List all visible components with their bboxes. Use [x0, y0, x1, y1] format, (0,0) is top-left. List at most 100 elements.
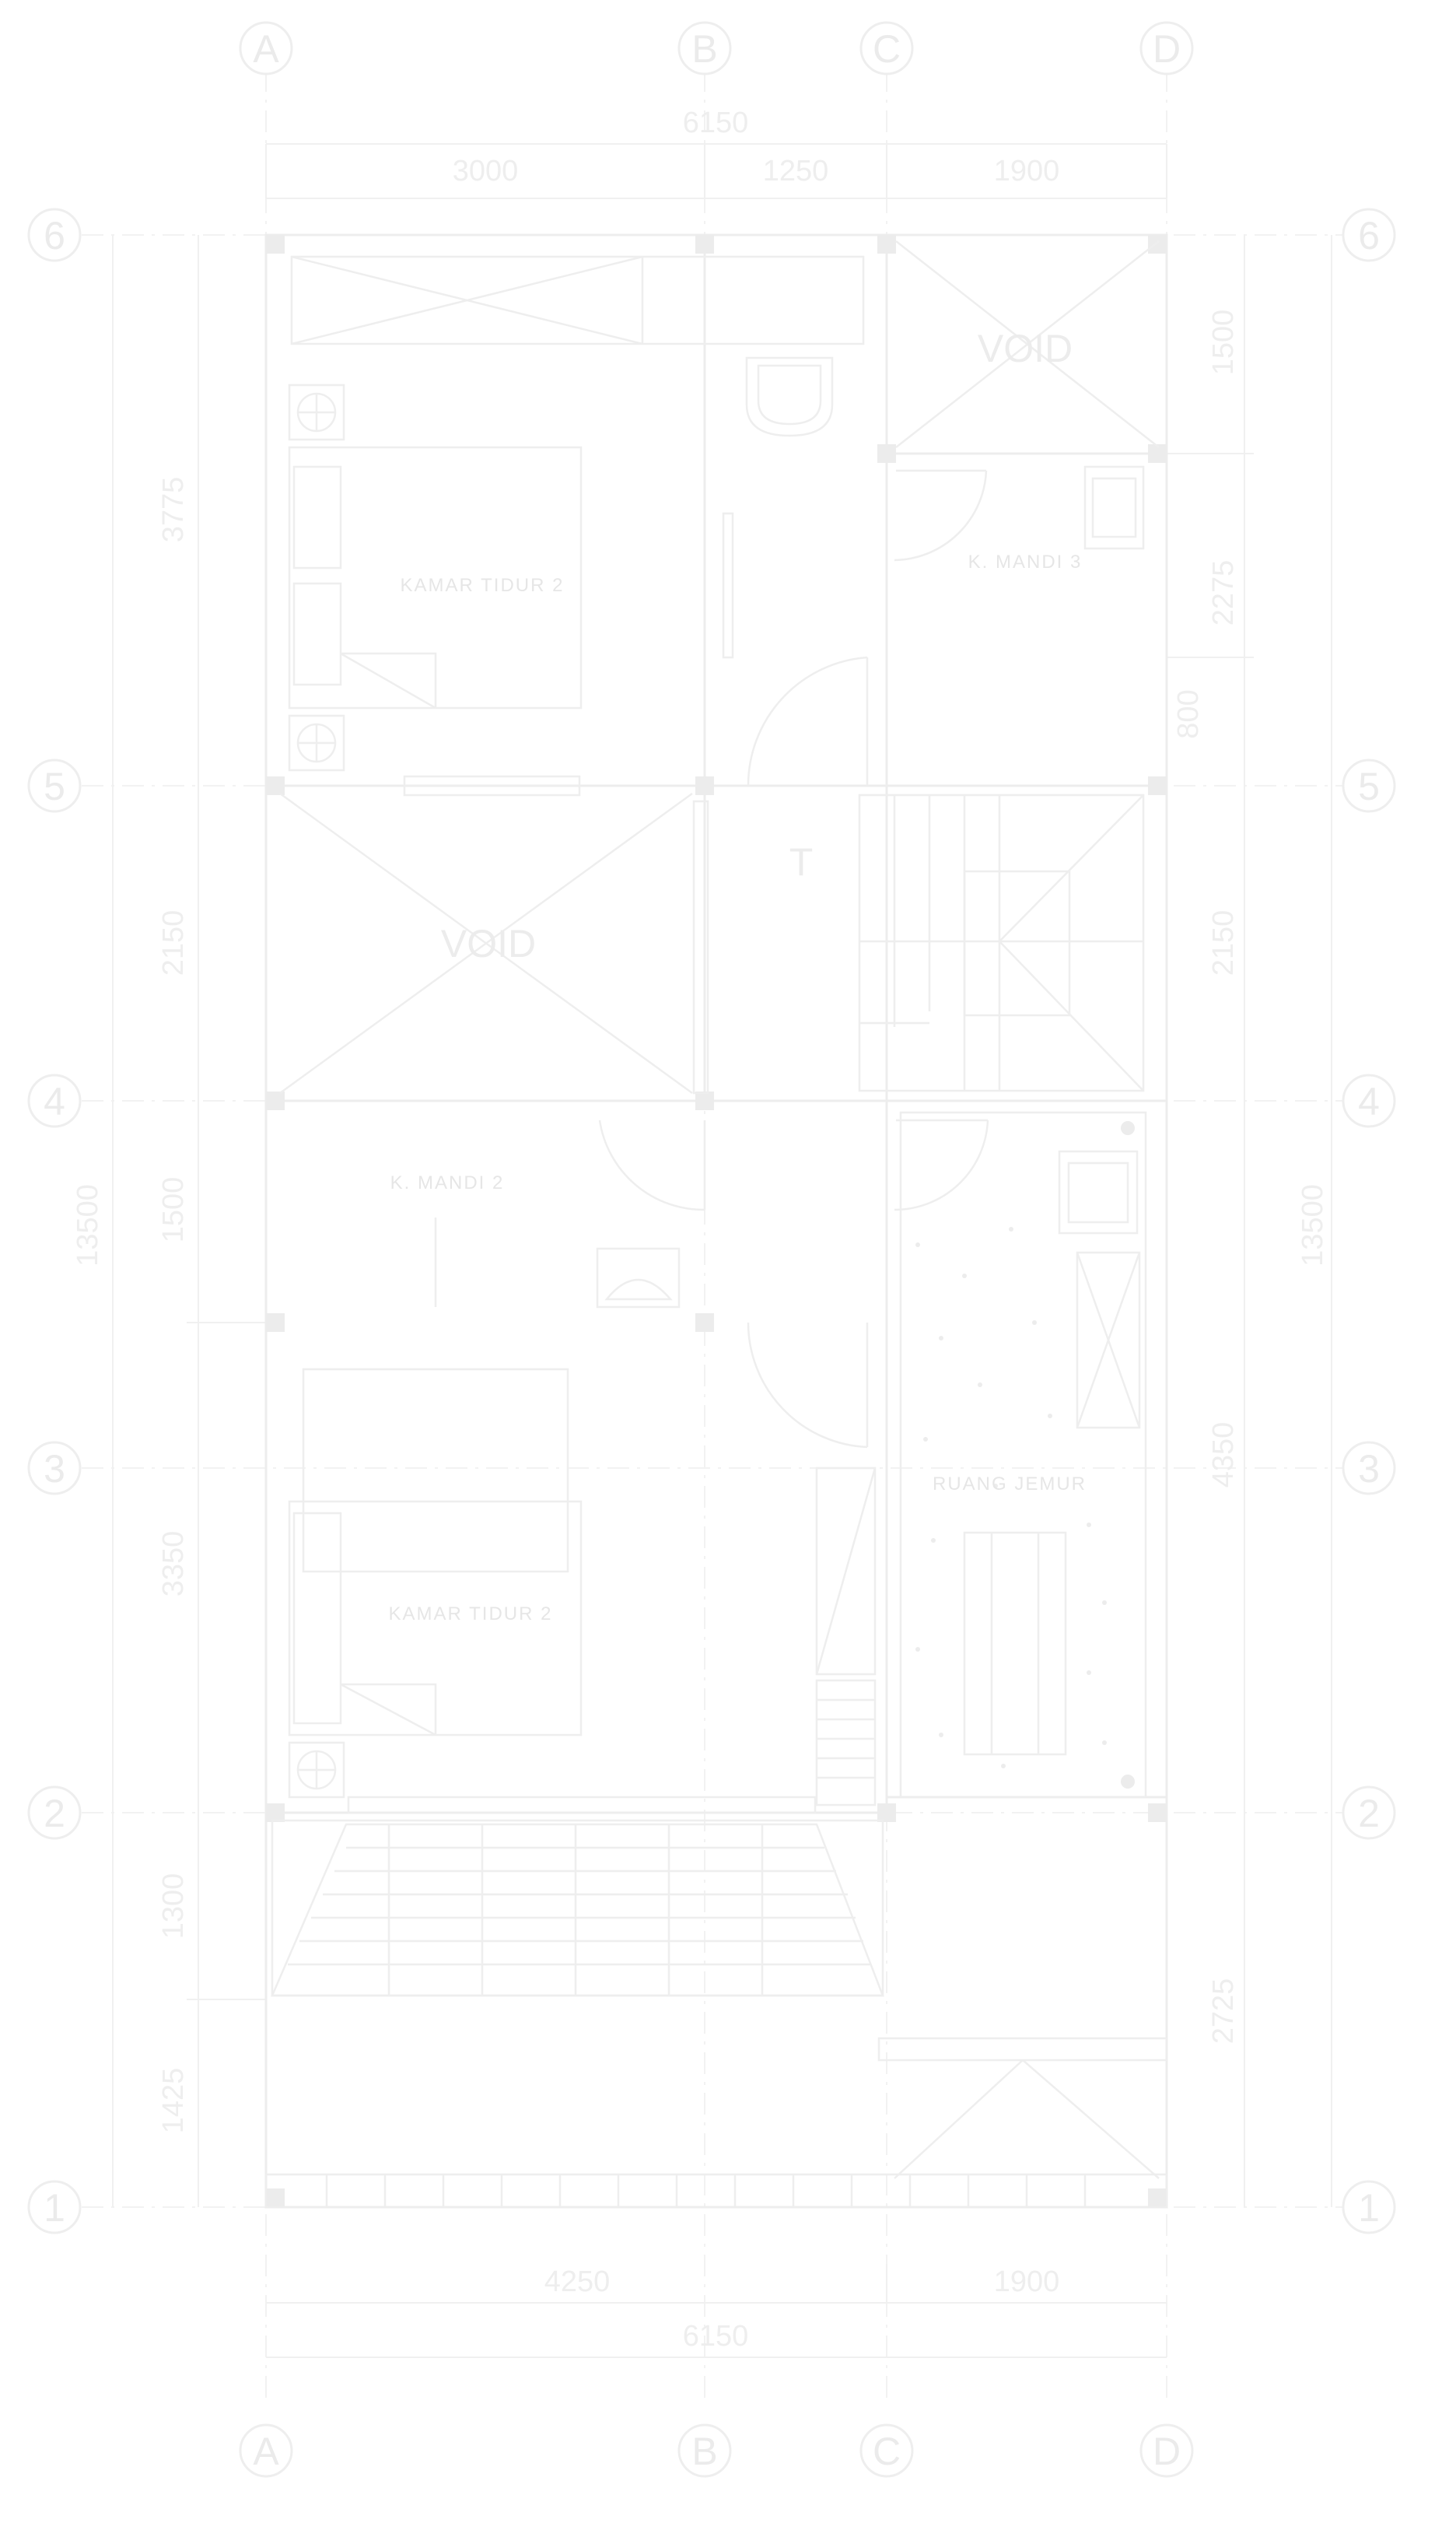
gate-icon — [264, 2173, 1168, 2209]
grid-label: 4 — [44, 1080, 65, 1123]
door-swing-icon — [747, 656, 869, 787]
dim-left-segment: 2150 — [157, 910, 190, 976]
grid-label: A — [253, 2430, 279, 2473]
walls — [264, 233, 1168, 2209]
washing-machine-icon — [1058, 1150, 1139, 1235]
grid-bubble-left-5: 5 — [27, 759, 82, 813]
grid-label: C — [873, 2430, 901, 2473]
dim-left-segment: 3350 — [157, 1531, 190, 1597]
grid-label: 6 — [1358, 214, 1380, 258]
grid-bubble-bottom-a: A — [239, 2423, 293, 2478]
grid-bubble-right-2: 2 — [1342, 1785, 1396, 1840]
grid-bubble-right-4: 4 — [1342, 1074, 1396, 1128]
grid-label: 5 — [44, 765, 65, 808]
room-label-bathroom-middle: K. MANDI 2 — [390, 1172, 505, 1193]
grid-bubble-left-3: 3 — [27, 1441, 82, 1495]
stair-direction-marker: T — [789, 840, 814, 884]
dim-left-segment: 3775 — [157, 477, 190, 543]
void-middle-icon — [279, 792, 709, 1095]
void-label-upper: VOID — [978, 327, 1073, 370]
drying-area-texture — [915, 1121, 1135, 1789]
grid-label: 2 — [44, 1792, 65, 1835]
grid-label: D — [1153, 2430, 1181, 2473]
room-label-drying-area: RUANG JEMUR — [933, 1473, 1087, 1495]
dim-top-segment: 1900 — [994, 155, 1060, 187]
grid-bubble-top-b: B — [677, 21, 732, 75]
dim-top-segment: 1250 — [763, 155, 829, 187]
dim-top-overall: 6150 — [683, 107, 749, 139]
grid-label: 6 — [44, 214, 65, 258]
grid-label: 5 — [1358, 765, 1380, 808]
dim-bottom-overall: 6150 — [683, 2320, 749, 2353]
room-label-bedroom-upper: KAMAR TIDUR 2 — [401, 575, 565, 596]
dim-right-segment: 4350 — [1207, 1422, 1240, 1488]
grid-label: D — [1153, 27, 1181, 71]
dim-right-segment: 1500 — [1207, 310, 1240, 376]
grid-bubble-right-3: 3 — [1342, 1441, 1396, 1495]
door-swing-icon — [747, 1322, 869, 1449]
grid-bubble-bottom-b: B — [677, 2423, 732, 2478]
grid-label: 3 — [44, 1447, 65, 1491]
nightstand-lamp-icon — [288, 1741, 345, 1799]
clothesline-icon — [963, 1531, 1067, 1756]
window-icon — [403, 775, 581, 797]
grid-label: B — [691, 27, 717, 71]
sliding-door-icon — [722, 512, 734, 659]
grid-bubble-right-1: 1 — [1342, 2180, 1396, 2234]
grid-label: 1 — [1358, 2186, 1380, 2230]
bed-upper-icon — [288, 446, 583, 710]
grid-label: 2 — [1358, 1792, 1380, 1835]
dimension-lines — [112, 143, 1332, 2358]
dim-bottom-segment: 4250 — [544, 2265, 611, 2298]
toilet-icon — [745, 356, 834, 437]
dim-right-overall: 13500 — [1297, 1184, 1329, 1267]
room-label-bathroom-upper: K. MANDI 3 — [968, 552, 1083, 573]
dim-bottom-segment: 1900 — [994, 2265, 1060, 2298]
staircase-icon — [858, 794, 1145, 1092]
canopy-roof-icon — [271, 1819, 884, 1997]
dim-left-overall: 13500 — [72, 1184, 104, 1267]
dim-left-segment: 1425 — [157, 2068, 190, 2134]
door-swing-icon — [894, 1119, 989, 1211]
grid-label: A — [253, 27, 279, 71]
dim-right-segment: 2725 — [1207, 1978, 1240, 2045]
grid-label: 1 — [44, 2186, 65, 2230]
grid-bubble-bottom-d: D — [1139, 2423, 1194, 2478]
bed-lower-icon — [288, 1368, 583, 1736]
grid-bubble-left-4: 4 — [27, 1074, 82, 1128]
dim-right-segment: 2275 — [1207, 560, 1240, 626]
grid-bubble-top-c: C — [859, 21, 914, 75]
wardrobe-icon — [815, 1466, 877, 1806]
dim-right-segment: 800 — [1172, 689, 1205, 738]
door-swing-icon — [894, 469, 988, 562]
grid-bubble-left-2: 2 — [27, 1785, 82, 1840]
grid-label: C — [873, 27, 901, 71]
cabinet-icon — [1076, 1251, 1141, 1429]
nightstand-lamp-icon — [288, 384, 345, 441]
grid-bubble-left-1: 1 — [27, 2180, 82, 2234]
dim-right-segment: 2150 — [1207, 910, 1240, 976]
grid-label: B — [691, 2430, 717, 2473]
dim-top-segment: 3000 — [453, 155, 519, 187]
grid-bubble-left-6: 6 — [27, 208, 82, 262]
grid-bubble-right-5: 5 — [1342, 759, 1396, 813]
sink-icon — [596, 1247, 681, 1309]
upper-wardrobe-icon — [290, 255, 865, 345]
dim-left-segment: 1500 — [157, 1177, 190, 1243]
sink-icon — [1083, 465, 1145, 550]
dim-left-segment: 1300 — [157, 1873, 190, 1940]
grid-label: 3 — [1358, 1447, 1380, 1491]
structural-columns — [266, 235, 1167, 2207]
nightstand-lamp-icon — [288, 714, 345, 772]
grid-lines — [82, 70, 1349, 2404]
void-upper-icon — [895, 240, 1160, 448]
void-label-middle: VOID — [441, 922, 536, 965]
grid-bubble-right-6: 6 — [1342, 208, 1396, 262]
door-swing-icon — [598, 1120, 706, 1211]
grid-bubble-top-a: A — [239, 21, 293, 75]
grid-bubble-bottom-c: C — [859, 2423, 914, 2478]
grid-label: 4 — [1358, 1080, 1380, 1123]
room-label-bedroom-lower: KAMAR TIDUR 2 — [389, 1603, 553, 1624]
carport-roof-icon — [877, 2037, 1168, 2179]
